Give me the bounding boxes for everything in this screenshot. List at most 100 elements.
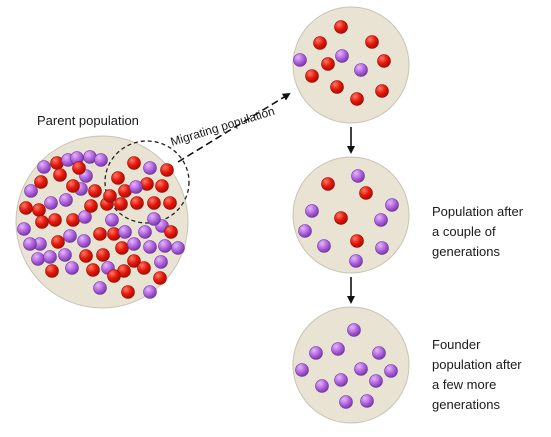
purple-allele-dot-bottom-6 <box>334 373 348 387</box>
purple-allele-dot-parent-2 <box>37 160 51 174</box>
purple-allele-dot-bottom-2 <box>331 342 345 356</box>
purple-allele-dot-parent-35 <box>43 250 57 264</box>
purple-allele-dot-bottom-3 <box>372 346 386 360</box>
purple-allele-dot-parent-34 <box>31 252 45 266</box>
red-allele-dot-mid-1 <box>321 177 335 191</box>
purple-allele-dot-parent-11 <box>59 193 73 207</box>
red-allele-dot-parent-45 <box>86 263 100 277</box>
red-allele-dot-migrating-7 <box>114 197 128 211</box>
purple-allele-dot-bottom-10 <box>360 394 374 408</box>
red-allele-dot-mid-7 <box>350 234 364 248</box>
red-allele-dot-top-10 <box>321 57 335 71</box>
red-allele-dot-parent-58 <box>153 271 167 285</box>
purple-allele-dot-migrating-1 <box>143 161 157 175</box>
purple-allele-dot-parent-54 <box>143 285 157 299</box>
red-allele-dot-parent-13 <box>66 179 80 193</box>
purple-allele-dot-parent-59 <box>171 241 185 255</box>
red-allele-dot-migrating-13 <box>160 163 174 177</box>
red-allele-dot-migrating-0 <box>127 156 141 170</box>
after-couple-label: Population after a couple of generations <box>432 204 527 259</box>
red-allele-dot-parent-33 <box>164 225 178 239</box>
purple-allele-dot-parent-23 <box>105 213 119 227</box>
red-allele-dot-migrating-10 <box>163 196 177 210</box>
purple-allele-dot-top-3 <box>335 49 349 63</box>
red-allele-dot-migrating-8 <box>130 196 144 210</box>
purple-allele-dot-bottom-4 <box>354 362 368 376</box>
purple-allele-dot-top-6 <box>354 63 368 77</box>
purple-allele-dot-parent-44 <box>65 261 79 275</box>
purple-allele-dot-parent-41 <box>143 240 157 254</box>
purple-allele-dot-parent-30 <box>118 225 132 239</box>
purple-allele-dot-mid-6 <box>317 239 331 253</box>
red-allele-dot-parent-53 <box>72 161 86 175</box>
red-allele-dot-parent-8 <box>19 201 33 215</box>
red-allele-dot-parent-48 <box>137 261 151 275</box>
red-allele-dot-parent-1 <box>34 175 48 189</box>
red-allele-dot-top-0 <box>334 20 348 34</box>
purple-allele-dot-mid-0 <box>351 169 365 183</box>
red-allele-dot-top-5 <box>305 69 319 83</box>
purple-allele-dot-parent-20 <box>78 210 92 224</box>
purple-allele-dot-parent-26 <box>63 229 77 243</box>
migrating-population-label: Migrating population <box>169 104 276 149</box>
purple-allele-dot-parent-55 <box>127 237 141 251</box>
purple-allele-dot-bottom-7 <box>369 374 383 388</box>
purple-allele-dot-parent-10 <box>44 196 58 210</box>
purple-allele-dot-bottom-11 <box>295 363 309 377</box>
purple-allele-dot-bottom-9 <box>339 395 353 409</box>
purple-allele-dot-mid-8 <box>375 241 389 255</box>
red-allele-dot-parent-19 <box>66 213 80 227</box>
migrating-selection-outline <box>104 140 190 224</box>
purple-allele-dot-mid-10 <box>298 224 312 238</box>
red-allele-dot-parent-43 <box>45 264 59 278</box>
red-allele-dot-parent-28 <box>93 227 107 241</box>
red-allele-dot-parent-51 <box>121 285 135 299</box>
red-allele-dot-migrating-12 <box>103 189 117 203</box>
parent-population-label: Parent population <box>37 113 139 128</box>
purple-allele-dot-bottom-8 <box>384 364 398 378</box>
red-allele-dot-parent-56 <box>107 269 121 283</box>
purple-allele-dot-migrating-6 <box>129 180 143 194</box>
red-allele-dot-parent-37 <box>79 249 93 263</box>
purple-allele-dot-mid-9 <box>349 254 363 268</box>
red-allele-dot-mid-4 <box>334 211 348 225</box>
purple-allele-dot-parent-27 <box>77 234 91 248</box>
migrating-population-circle <box>292 6 410 124</box>
purple-allele-dot-parent-49 <box>154 255 168 269</box>
red-allele-dot-parent-9 <box>32 203 46 217</box>
red-allele-dot-parent-39 <box>115 241 129 255</box>
purple-allele-dot-parent-31 <box>138 225 152 239</box>
red-allele-dot-parent-38 <box>96 248 110 262</box>
red-allele-dot-parent-15 <box>88 184 102 198</box>
red-allele-dot-parent-17 <box>35 215 49 229</box>
red-allele-dot-mid-2 <box>359 186 373 200</box>
red-allele-dot-parent-40 <box>127 254 141 268</box>
red-allele-dot-top-2 <box>365 35 379 49</box>
purple-allele-dot-parent-57 <box>23 237 37 251</box>
red-allele-dot-migrating-2 <box>111 171 125 185</box>
purple-allele-dot-bottom-1 <box>309 346 323 360</box>
purple-allele-dot-parent-0 <box>24 184 38 198</box>
purple-allele-dot-bottom-5 <box>315 379 329 393</box>
purple-allele-dot-mid-3 <box>305 204 319 218</box>
red-allele-dot-migrating-4 <box>155 179 169 193</box>
red-allele-dot-top-7 <box>330 80 344 94</box>
red-allele-dot-top-4 <box>377 54 391 68</box>
purple-allele-dot-mid-5 <box>374 213 388 227</box>
founder-population-circle <box>292 306 410 424</box>
purple-allele-dot-parent-50 <box>93 281 107 295</box>
red-allele-dot-top-9 <box>350 92 364 106</box>
purple-allele-dot-parent-42 <box>158 239 172 253</box>
purple-allele-dot-top-11 <box>293 53 307 67</box>
purple-allele-dot-mid-11 <box>385 198 399 212</box>
purple-allele-dot-parent-36 <box>58 248 72 262</box>
red-allele-dot-migrating-9 <box>147 196 161 210</box>
red-allele-dot-parent-52 <box>53 168 67 182</box>
red-allele-dot-top-8 <box>375 84 389 98</box>
purple-allele-dot-migrating-11 <box>147 212 161 226</box>
red-allele-dot-parent-25 <box>51 235 65 249</box>
purple-allele-dot-parent-7 <box>94 153 108 167</box>
purple-allele-dot-bottom-0 <box>347 323 361 337</box>
red-allele-dot-top-1 <box>313 36 327 50</box>
